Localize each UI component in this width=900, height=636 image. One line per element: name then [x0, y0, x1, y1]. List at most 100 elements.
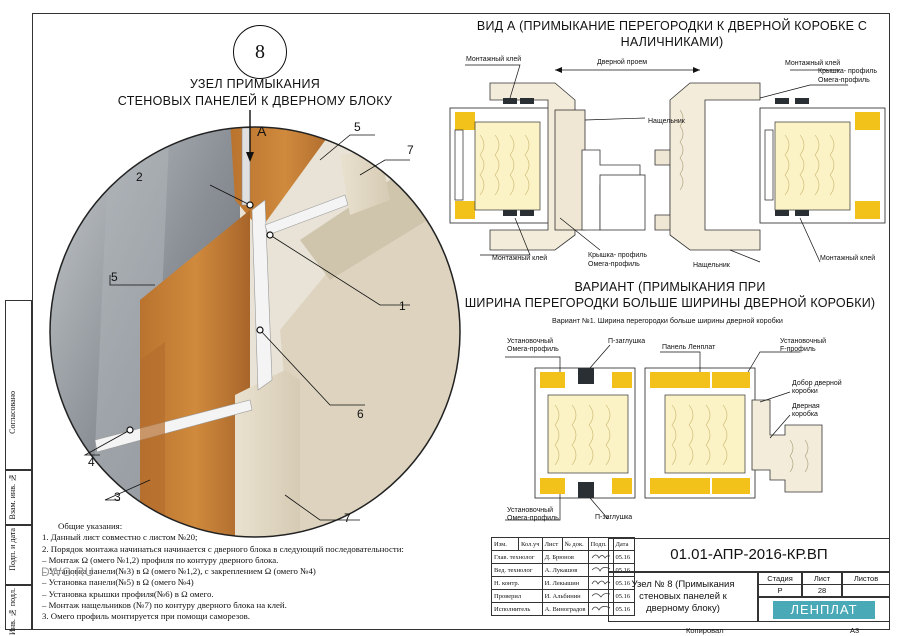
variant-title: ВАРИАНТ (ПРИМЫКАНИЯ ПРИ ШИРИНА ПЕРЕГОРОД… [450, 279, 890, 311]
watermark: DWG.RU [41, 565, 94, 579]
label-install-omega-bottom-2: Омега-профиль [507, 515, 559, 522]
stamp-signature-table: Изм. Кол.уч Лист № док. Подп. Дата Глав.… [491, 537, 635, 616]
variant-title-line-2: ШИРИНА ПЕРЕГОРОДКИ БОЛЬШЕ ШИРИНЫ ДВЕРНОЙ… [464, 296, 876, 310]
stamp-header-cell: № док. [561, 537, 589, 551]
main-title: УЗЕЛ ПРИМЫКАНИЯ СТЕНОВЫХ ПАНЕЛЕЙ К ДВЕРН… [110, 76, 400, 110]
side-cell-inventory: Инв. № подл. [5, 585, 32, 635]
callout-2: 2 [136, 170, 143, 184]
view-a-title-line-1: ВИД А (ПРИМЫКАНИЕ ПЕРЕГОРОДКИ К ДВЕРНОЙ … [476, 19, 868, 33]
sheet-number-circle: 8 [233, 25, 287, 79]
sheets-label: Листов [843, 573, 889, 585]
stamp-person: А. Виноградов [541, 602, 589, 616]
stamp-header-cell: Кол.уч [518, 537, 543, 551]
side-cell-replace: Взам. инв. № [5, 470, 32, 525]
node-title-line-3: дверному блоку) [646, 603, 720, 614]
side-cell-sign: Подп. и дата [5, 525, 32, 585]
callout-4: 4 [88, 455, 95, 469]
note-item: 2. Порядок монтажа начинаться начинается… [42, 543, 404, 554]
label-nashchelnik-top: Нащельник [648, 118, 685, 125]
label-panel: Панель Ленплат [662, 344, 716, 351]
view-a-arrow-head [246, 152, 254, 162]
callout-6: 6 [357, 407, 364, 421]
label-door-opening: Дверной проем [597, 59, 648, 66]
stamp-row: Н. контр. И. Лекышин 05.16 [491, 576, 635, 590]
note-item: 1. Данный лист совместно с листом №20; [42, 532, 198, 543]
note-item: – Установка панели(№3) в Ω (омего №1,2),… [42, 566, 316, 577]
footer-copied: Копировал [686, 626, 724, 635]
stamp-header-cell: Изм. [491, 537, 519, 551]
note-item: 3. Омего профиль монтируется при помощи … [42, 611, 250, 622]
stamp-row: Проверил И. Альбинин 05.16 [491, 589, 635, 603]
label-box-2: коробка [792, 411, 818, 418]
stage-value: Р [777, 586, 783, 595]
label-p-plug-top: П-заглушка [608, 338, 646, 345]
callout-5-left: 5 [111, 270, 118, 284]
note-item: – Монтаж нащельников (№7) по контуру две… [42, 600, 287, 611]
stamp-person: Д. Брюнов [541, 550, 589, 564]
label-nashchelnik-bottom: Нащельник [693, 262, 730, 269]
label-omega-profile-tr: Омега-профиль [818, 77, 870, 84]
stage-label: Стадия [759, 573, 801, 585]
label-cap-profile-tr: Крышка- профиль [818, 68, 877, 75]
side-stamp-strip: Согласовано Взам. инв. № Подп. и дата Ин… [5, 300, 32, 635]
stage-cell: Стадия Р [758, 572, 802, 597]
label-glue-tl: Монтажный клей [466, 56, 522, 63]
label-install-omega-bottom-1: Установочный [507, 507, 554, 514]
label-dobor-2: коробки [792, 388, 818, 395]
label-box-1: Дверная [792, 403, 820, 410]
notes-heading: Общие указания: [58, 521, 123, 531]
variant-title-line-1: ВАРИАНТ (ПРИМЫКАНИЯ ПРИ [574, 280, 766, 294]
drawing-frame [32, 13, 890, 630]
callout-1: 1 [399, 299, 406, 313]
stamp-row: Исполнитель А. Виноградов 05.16 [491, 602, 635, 616]
footer-format: А3 [850, 626, 860, 635]
callout-5-top: 5 [354, 120, 361, 134]
label-cap-profile-b: Крышка- профиль [588, 252, 647, 259]
view-a-title: ВИД А (ПРИМЫКАНИЕ ПЕРЕГОРОДКИ К ДВЕРНОЙ … [462, 18, 882, 50]
callout-3: 3 [114, 490, 121, 504]
label-p-plug-bottom: П-заглушка [595, 514, 633, 521]
sheet-value: 28 [817, 586, 827, 595]
label-install-omega-top-1: Установочный [507, 338, 554, 345]
variant-subtitle: Вариант №1. Ширина перегородки больше ши… [552, 316, 783, 325]
stamp-date: 05.16 [612, 602, 635, 616]
sheet-cell: Лист 28 [802, 572, 842, 597]
stamp-role: Глав. технолог [491, 550, 543, 564]
note-item: – Установка панели(№5) в Ω (омего №4) [42, 577, 194, 588]
stamp-person: А. Лукашов [541, 563, 589, 577]
side-cell-approved: Согласовано [5, 300, 32, 470]
callout-7-top: 7 [407, 143, 414, 157]
node-title-line-2: стеновых панелей к [639, 591, 727, 602]
label-install-omega-top-2: Омега-профиль [507, 346, 559, 353]
note-item: – Установка крышки профиля(№6) в Ω омего… [42, 588, 214, 599]
label-install-f-2: F-профиль [780, 346, 816, 353]
label-glue-br: Монтажный клей [820, 255, 876, 262]
main-title-line-1: УЗЕЛ ПРИМЫКАНИЯ [189, 77, 321, 91]
sheet-label: Лист [803, 573, 841, 585]
logo-text: ЛЕНПЛАТ [773, 601, 875, 619]
stamp-role: Проверил [491, 589, 543, 603]
general-notes: Общие указания: 1. Данный лист совместно… [42, 521, 472, 623]
node-title-line-1: Узел № 8 (Примыкания [631, 579, 735, 590]
stamp-person: И. Лекышин [541, 576, 589, 590]
label-install-f-1: Установочный [780, 338, 827, 345]
company-logo: ЛЕНПЛАТ [758, 597, 890, 622]
stamp-role: Н. контр. [491, 576, 543, 590]
note-item: – Монтаж Ω (омего №1,2) профиля по конту… [42, 554, 279, 565]
stamp-signature [587, 602, 614, 616]
view-a-marker: А [257, 123, 267, 139]
callout-7-bottom: 7 [344, 511, 351, 525]
label-glue-tr: Монтажный клей [785, 60, 841, 67]
stamp-header-cell: Лист [541, 537, 563, 551]
stamp-role: Вед. технолог [491, 563, 543, 577]
document-code: 01.01-АПР-2016-КР.ВП [608, 538, 890, 572]
sheets-cell: Листов [842, 572, 890, 597]
stamp-person: И. Альбинин [541, 589, 589, 603]
label-omega-profile-b: Омега-профиль [588, 261, 640, 268]
label-glue-bl: Монтажный клей [492, 255, 548, 262]
stamp-role: Исполнитель [491, 602, 543, 616]
